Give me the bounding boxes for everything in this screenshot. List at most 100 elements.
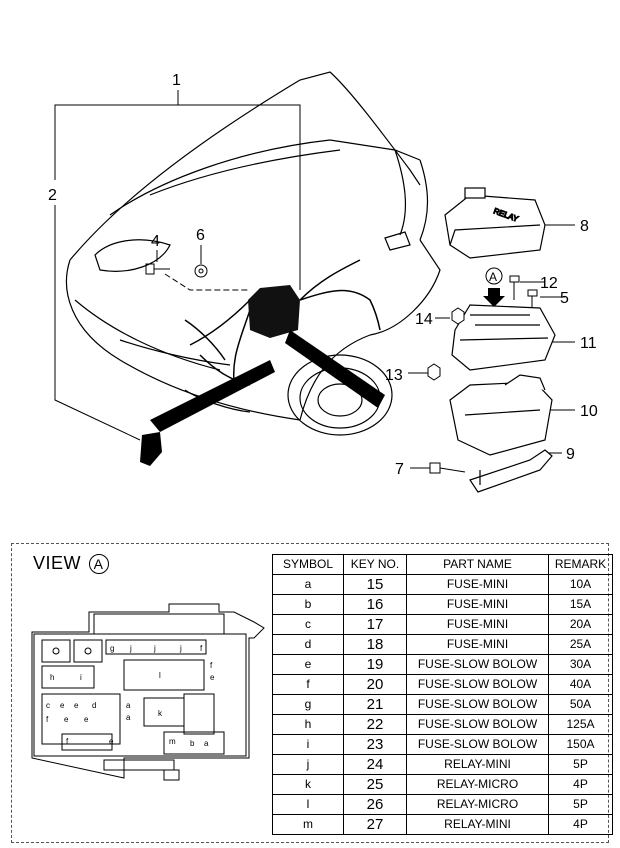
callout-1: 1: [172, 72, 181, 89]
svg-text:e: e: [74, 701, 79, 710]
leader-lines: [54, 90, 575, 469]
cell-remark: 40A: [548, 674, 613, 695]
view-marker: A: [88, 554, 109, 574]
relay-box-cover: RELAY: [444, 187, 546, 259]
cell-symbol: e: [272, 654, 344, 675]
cell-part-name: FUSE-SLOW BOLOW: [406, 694, 549, 715]
header-remark: REMARK: [548, 554, 613, 575]
svg-text:k: k: [158, 709, 163, 718]
svg-text:m: m: [169, 737, 176, 746]
screw-item-12: [509, 275, 520, 300]
callout-14: 14: [415, 311, 433, 328]
cell-part-name: RELAY-MICRO: [406, 774, 549, 795]
cell-remark: 150A: [548, 734, 613, 755]
svg-text:f: f: [200, 644, 203, 653]
cell-part-name: FUSE-MINI: [406, 634, 549, 655]
cell-key-no: 23: [343, 734, 407, 755]
svg-text:i: i: [80, 673, 82, 682]
callout-labels: 1 2 4 6 8 12 5 14 11 13 10 9 7: [48, 72, 598, 478]
cell-symbol: j: [272, 754, 344, 775]
callout-8: 8: [580, 218, 589, 235]
callout-11: 11: [580, 335, 597, 352]
engine-bay-illustration: RELAY A 1 2: [48, 71, 598, 493]
cell-symbol: h: [272, 714, 344, 735]
callout-6: 6: [196, 227, 205, 244]
table-header-row: SYMBOL KEY NO. PART NAME REMARK: [272, 554, 613, 575]
cell-part-name: RELAY-MINI: [406, 814, 549, 835]
cell-symbol: d: [272, 634, 344, 655]
svg-text:g: g: [110, 644, 114, 653]
callout-9: 9: [566, 446, 575, 463]
svg-text:j: j: [179, 644, 182, 653]
svg-text:e: e: [109, 737, 114, 746]
cell-part-name: RELAY-MINI: [406, 754, 549, 775]
cell-key-no: 20: [343, 674, 407, 695]
cell-remark: 30A: [548, 654, 613, 675]
svg-text:h: h: [50, 673, 54, 682]
cell-remark: 125A: [548, 714, 613, 735]
cell-remark: 25A: [548, 634, 613, 655]
bolt-item-7: [429, 462, 466, 474]
view-a-title: VIEW A: [33, 553, 109, 574]
svg-text:l: l: [159, 671, 161, 680]
nut-item-14: [451, 307, 465, 325]
header-key-no: KEY NO.: [343, 554, 407, 575]
cell-key-no: 26: [343, 794, 407, 815]
callout-5: 5: [560, 290, 569, 307]
cell-part-name: FUSE-MINI: [406, 614, 549, 635]
svg-text:a: a: [126, 713, 131, 722]
callout-13: 13: [385, 367, 403, 384]
view-title-text: VIEW: [33, 553, 82, 573]
nut-item-6: [194, 264, 208, 278]
cell-key-no: 21: [343, 694, 407, 715]
cell-part-name: FUSE-SLOW BOLOW: [406, 674, 549, 695]
svg-text:f: f: [66, 737, 69, 746]
cell-symbol: f: [272, 674, 344, 695]
cell-symbol: a: [272, 574, 344, 595]
svg-text:a: a: [204, 739, 209, 748]
cell-part-name: FUSE-MINI: [406, 574, 549, 595]
cell-remark: 50A: [548, 694, 613, 715]
cell-part-name: RELAY-MICRO: [406, 794, 549, 815]
svg-text:j: j: [153, 644, 156, 653]
cell-remark: 4P: [548, 814, 613, 835]
callout-4: 4: [151, 233, 160, 250]
svg-text:e: e: [210, 673, 215, 682]
cell-key-no: 22: [343, 714, 407, 735]
cell-key-no: 19: [343, 654, 407, 675]
svg-text:f: f: [210, 661, 213, 670]
cell-symbol: g: [272, 694, 344, 715]
cell-remark: 5P: [548, 794, 613, 815]
fuse-block-upper: [451, 304, 556, 371]
svg-text:e: e: [84, 715, 89, 724]
view-a-arrow: A: [483, 267, 505, 307]
svg-text:j: j: [129, 644, 132, 653]
svg-text:A: A: [489, 270, 497, 284]
cell-key-no: 27: [343, 814, 407, 835]
svg-text:d: d: [92, 701, 96, 710]
wiring-harness: [184, 259, 381, 391]
dash-guide: [164, 273, 250, 291]
callout-2: 2: [48, 187, 57, 204]
cell-remark: 20A: [548, 614, 613, 635]
cell-part-name: FUSE-SLOW BOLOW: [406, 654, 549, 675]
car-body-outline: [65, 71, 441, 436]
mounting-bracket: [469, 449, 553, 493]
nut-item-13: [427, 363, 441, 381]
header-part-name: PART NAME: [406, 554, 549, 575]
